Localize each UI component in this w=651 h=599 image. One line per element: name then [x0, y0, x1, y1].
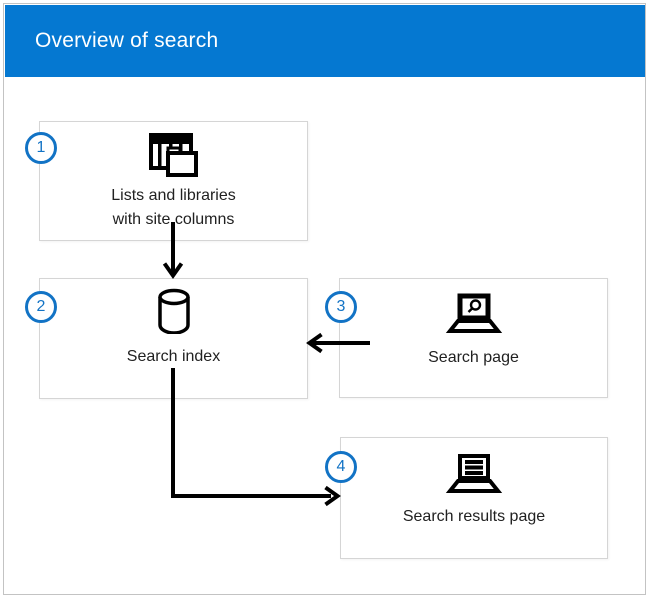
- label-line-2: with site columns: [112, 211, 235, 228]
- label-line-1: Lists and libraries: [111, 187, 236, 204]
- laptop-results-icon: [444, 451, 504, 495]
- page-title: Overview of search: [35, 29, 219, 52]
- box-label: Lists and libraries with site columns: [111, 184, 236, 232]
- title-bar: Overview of search: [5, 5, 645, 77]
- step-number: 2: [36, 298, 46, 315]
- step-number: 3: [336, 298, 346, 315]
- box-label: Search page: [428, 346, 519, 370]
- step-badge-2: 2: [25, 291, 57, 323]
- step-badge-3: 3: [325, 291, 357, 323]
- label-line-1: Search page: [428, 349, 519, 366]
- database-icon: [156, 288, 192, 334]
- laptop-search-icon: [444, 292, 504, 334]
- label-line-1: Search results page: [402, 508, 546, 525]
- step-badge-4: 4: [325, 451, 357, 483]
- box-label: Search index: [127, 345, 220, 369]
- box-search-results-page: Search results page: [340, 437, 608, 559]
- step-number: 4: [336, 458, 346, 475]
- step-badge-1: 1: [25, 132, 57, 164]
- box-lists-and-libraries: Lists and libraries with site columns: [39, 121, 308, 241]
- box-search-page: Search page: [339, 278, 608, 398]
- box-search-index: Search index: [39, 278, 308, 399]
- box-label: Search results page: [403, 505, 545, 529]
- list-library-icon: [148, 133, 200, 177]
- step-number: 1: [36, 139, 46, 156]
- label-line-1: Search index: [126, 348, 221, 365]
